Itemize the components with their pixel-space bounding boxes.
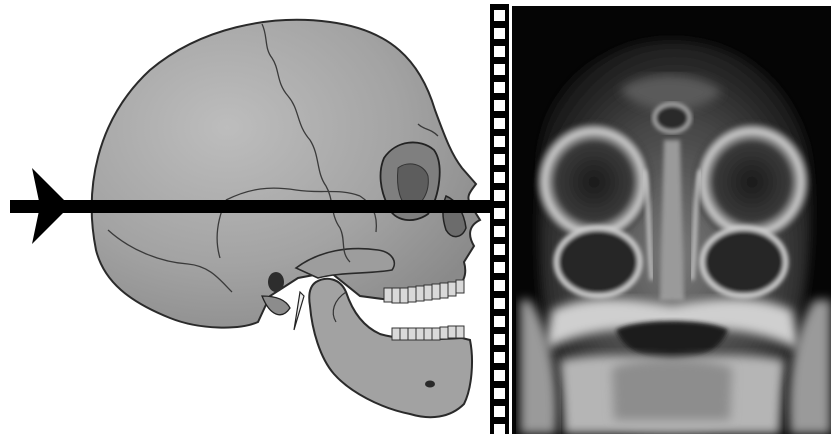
film-perforation bbox=[494, 10, 505, 21]
external-ear-canal bbox=[268, 272, 284, 292]
film-perforation bbox=[494, 82, 505, 93]
film-perforation bbox=[494, 46, 505, 57]
film-perforation bbox=[494, 316, 505, 327]
film-perforation bbox=[494, 28, 505, 39]
film-perforation bbox=[494, 118, 505, 129]
skull-lateral-illustration bbox=[92, 20, 480, 417]
film-perforation bbox=[494, 352, 505, 363]
right-orbit bbox=[694, 122, 810, 242]
nasal-septum bbox=[660, 140, 684, 300]
film-perforation bbox=[494, 424, 505, 434]
film-perforation bbox=[494, 208, 505, 219]
film-perforation bbox=[494, 172, 505, 183]
left-orbit bbox=[536, 122, 652, 242]
film-perforation bbox=[494, 388, 505, 399]
film-perforation bbox=[494, 100, 505, 111]
film-perforation bbox=[494, 244, 505, 255]
film-cassette bbox=[490, 4, 509, 434]
left-maxillary-sinus bbox=[556, 228, 640, 296]
sinus-radiograph bbox=[512, 6, 831, 434]
lower-teeth bbox=[392, 326, 464, 340]
film-perforation bbox=[494, 154, 505, 165]
film-perforation bbox=[494, 136, 505, 147]
film-perforation bbox=[494, 406, 505, 417]
film-perforation bbox=[494, 370, 505, 381]
right-maxillary-sinus bbox=[702, 228, 786, 296]
mental-foramen bbox=[425, 381, 435, 388]
film-perforation bbox=[494, 226, 505, 237]
film-perforation bbox=[494, 280, 505, 291]
film-perforation bbox=[494, 298, 505, 309]
styloid-process bbox=[294, 292, 304, 330]
film-perforation bbox=[494, 190, 505, 201]
beam-line bbox=[10, 200, 490, 213]
film-perforation bbox=[494, 334, 505, 345]
film-perforation bbox=[494, 64, 505, 75]
film-perforation bbox=[494, 262, 505, 273]
